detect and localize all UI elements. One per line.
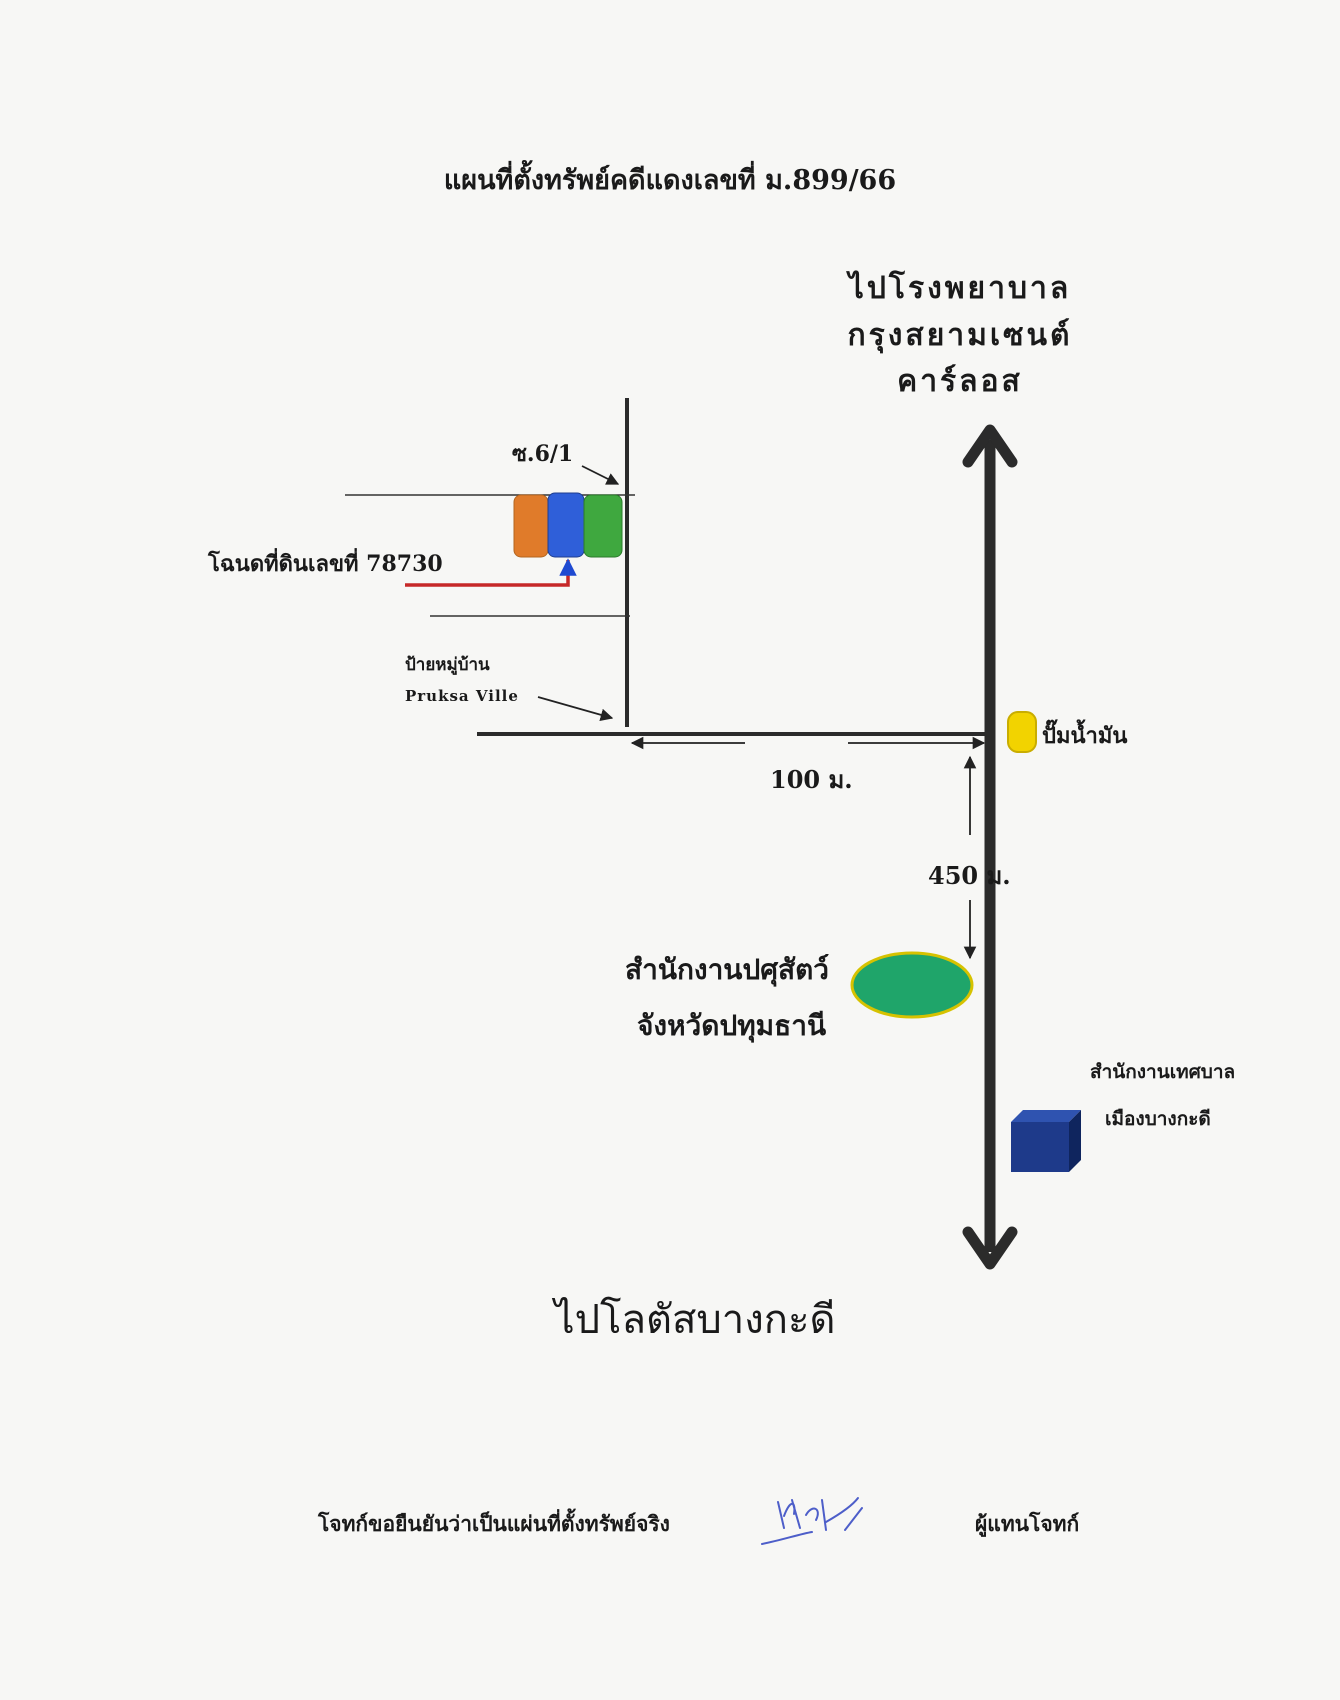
- north-destination-line-2: กรุงสยามเซนต์: [847, 318, 1073, 353]
- vet-office-icon: [850, 951, 974, 1019]
- land-plots: [513, 492, 623, 558]
- soi-pointer-arrow: [581, 465, 620, 485]
- south-arrow-head: [962, 1226, 1018, 1270]
- gas-station-icon: [1007, 711, 1037, 753]
- deed-label: โฉนดที่ดินเลขที่ 78730: [208, 551, 443, 577]
- municipal-office-label-line-1: สำนักงานเทศบาล: [1090, 1061, 1236, 1083]
- north-arrow-head: [962, 424, 1018, 468]
- municipal-office-icon: [1011, 1110, 1081, 1172]
- village-name-label: Pruksa Ville: [405, 687, 519, 705]
- distance-vertical-label: 450 ม.: [928, 861, 1011, 890]
- document-title: แผนที่ตั้งทรัพย์คดีแดงเลขที่ ม.899/66: [443, 165, 897, 196]
- south-destination-label: ไปโลตัสบางกะดี: [554, 1297, 836, 1343]
- village-sign-pointer-arrow: [537, 696, 614, 721]
- vet-office-label-line-2: จังหวัดปทุมธานี: [637, 1009, 827, 1042]
- distance-horizontal-label: 100 ม.: [770, 765, 853, 794]
- deed-pointer-arrow: [405, 558, 577, 587]
- vet-office-label-line-1: สำนักงานปศุสัตว์: [625, 953, 829, 986]
- plot-orange: [513, 494, 549, 558]
- main-road: [962, 424, 1018, 1270]
- soi-label: ซ.6/1: [512, 441, 574, 467]
- certification-text: โจทก์ขอยืนยันว่าเป็นแผ่นที่ตั้งทรัพย์จริ…: [318, 1511, 670, 1536]
- north-destination-line-3: คาร์ลอส: [897, 364, 1023, 399]
- north-destination-line-1: ไปโรงพยาบาล: [848, 271, 1072, 306]
- plot-green: [583, 494, 623, 558]
- signature-mark: [761, 1497, 863, 1545]
- village-sign-label: ป้ายหมู่บ้าน: [405, 655, 490, 675]
- gas-station-label: ปั๊มน้ำมัน: [1042, 724, 1128, 749]
- plot-blue: [547, 492, 585, 558]
- municipal-office-label-line-2: เมืองบางกะดี: [1105, 1108, 1211, 1130]
- signer-role-text: ผู้แทนโจทก์: [975, 1511, 1080, 1536]
